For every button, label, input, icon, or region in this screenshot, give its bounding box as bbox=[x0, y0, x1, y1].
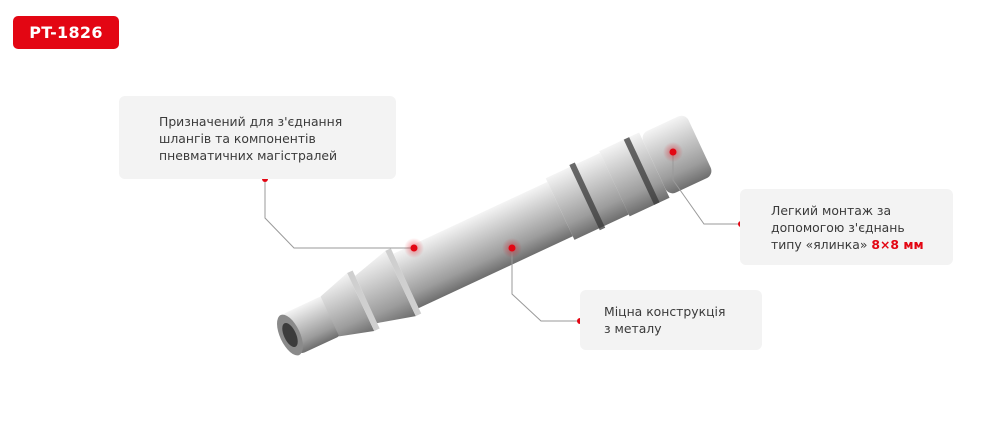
product-code-badge: PT-1826 bbox=[13, 16, 119, 49]
callout-line: пневматичних магістралей bbox=[159, 148, 338, 163]
callout-line: допомогою з'єднань bbox=[771, 220, 905, 235]
callout-line: типу «ялинка» bbox=[771, 237, 868, 252]
callout-mounting: Легкий монтаж за допомогою з'єднань типу… bbox=[740, 189, 953, 265]
callout-purpose: Призначений для з'єднання шлангів та ком… bbox=[119, 96, 396, 179]
callout-line: з металу bbox=[604, 321, 662, 336]
hotspot-marker-3[interactable] bbox=[502, 238, 522, 258]
callout-line: Міцна конструкція bbox=[604, 304, 726, 319]
size-spec: 8×8 мм bbox=[871, 237, 924, 252]
callout-line: шлангів та компонентів bbox=[159, 131, 316, 146]
hotspot-marker-2[interactable] bbox=[663, 142, 683, 162]
callout-line: Легкий монтаж за bbox=[771, 203, 892, 218]
callout-material: Міцна конструкція з металу bbox=[580, 290, 762, 350]
leader-lines bbox=[264, 152, 741, 322]
hotspot-marker-1[interactable] bbox=[404, 238, 424, 258]
callout-line: Призначений для з'єднання bbox=[159, 114, 343, 129]
fitting-body bbox=[277, 115, 712, 356]
